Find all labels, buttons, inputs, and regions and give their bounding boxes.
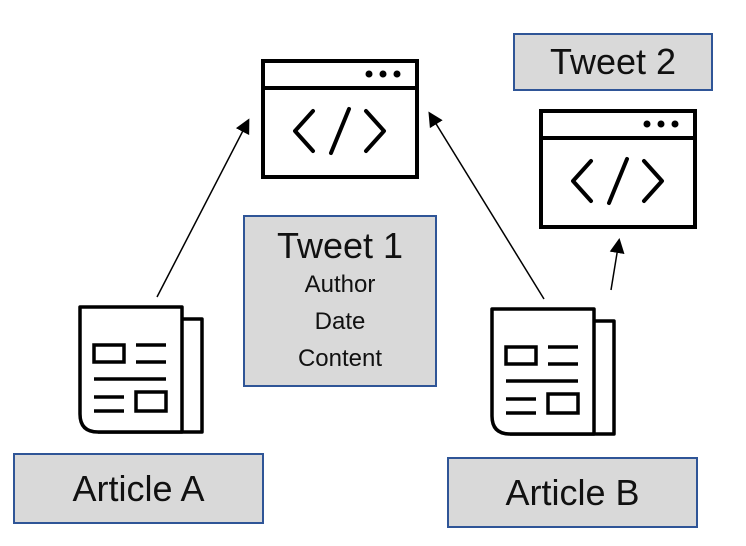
tweet1-title: Tweet 1: [276, 224, 404, 266]
newspaper-icon: [490, 307, 616, 436]
tweet2-box: Tweet 2: [513, 33, 713, 91]
article-b-title: Article B: [505, 471, 640, 513]
arrow-article-b-to-tweet1: [428, 111, 545, 300]
tweet2-title: Tweet 2: [549, 41, 677, 82]
code-window-icon: [539, 109, 697, 229]
tweet1-content: Content: [297, 344, 383, 372]
arrow-article-b-to-tweet2: [609, 238, 625, 291]
newspaper-icon: [78, 305, 204, 434]
code-window-icon: [261, 59, 419, 179]
tweet1-date: Date: [314, 307, 366, 335]
article-a-box: Article A: [13, 453, 264, 524]
tweet1-author: Author: [304, 270, 376, 298]
article-b-box: Article B: [447, 457, 698, 528]
article-a-title: Article A: [72, 467, 205, 509]
tweet1-box: Tweet 1 Author Date Content: [243, 215, 437, 387]
arrow-article-a-to-tweet1: [156, 118, 250, 298]
